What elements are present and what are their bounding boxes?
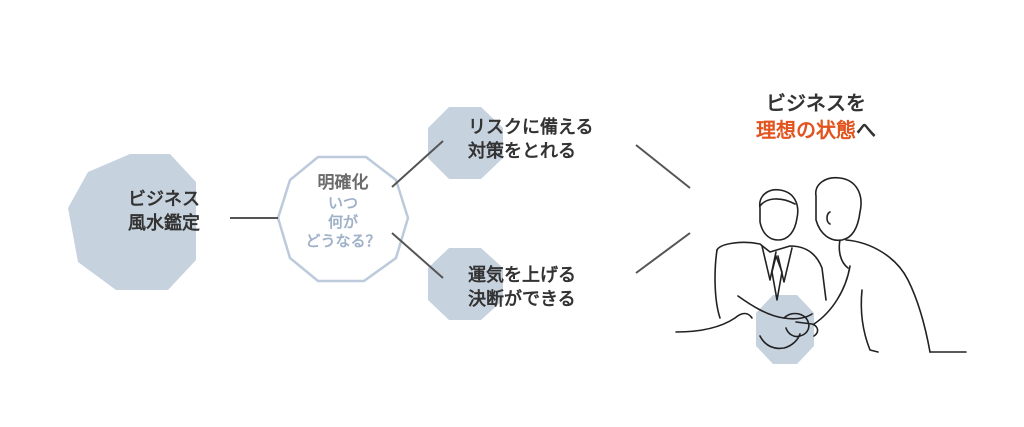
- left-man-hair: [759, 198, 796, 207]
- unki-hexagon: [428, 248, 503, 320]
- meikaku-label: 明確化 いつ 何が どうなる？: [293, 172, 393, 250]
- goal-suffix: へ: [856, 118, 876, 142]
- connector-meikaku-risk: [391, 140, 444, 188]
- connector-meikaku-unki: [391, 232, 444, 279]
- unki-line-1: 運気を上げる: [468, 265, 576, 286]
- unki-line-2: 決断ができる: [468, 289, 576, 311]
- connector-unki-goal: [635, 232, 691, 274]
- goal-heading: ビジネスを 理想の状態へ: [716, 90, 916, 144]
- left-man-back: [716, 241, 827, 301]
- right-man-arm: [813, 265, 851, 325]
- handshake-hexagon: [756, 295, 814, 364]
- handshake-hands: [783, 312, 819, 338]
- goal-line-2: 理想の状態へ: [716, 117, 916, 144]
- kantei-label: ビジネス 風水鑑定: [128, 188, 200, 237]
- meikaku-line-3: どうなる？: [305, 231, 381, 250]
- meikaku-line-1: いつ: [327, 194, 358, 213]
- goal-line-1: ビジネスを: [766, 91, 866, 115]
- left-man-tie: [771, 255, 783, 301]
- left-man-body: [714, 249, 721, 319]
- meikaku-line-2: 何が: [327, 212, 358, 231]
- risk-line-1: リスクに備える: [468, 117, 594, 138]
- ground-line-left: [675, 312, 753, 333]
- kantei-line-1: ビジネス: [128, 189, 200, 210]
- risk-hexagon: [428, 107, 503, 179]
- handshake-illustration: [675, 176, 967, 353]
- risk-label: リスクに備える 対策をとれる: [468, 116, 593, 165]
- risk-line-2: 対策をとれる: [468, 141, 576, 163]
- kantei-hexagon: [68, 154, 196, 290]
- meikaku-octagon: [276, 155, 410, 283]
- right-man-back: [845, 239, 931, 353]
- connector-risk-goal: [635, 144, 691, 189]
- right-man-collar: [838, 239, 849, 269]
- kantei-line-2: 風水鑑定: [128, 213, 200, 235]
- left-man-head: [758, 188, 799, 241]
- right-man-front: [860, 289, 879, 353]
- right-man-ear: [826, 211, 831, 225]
- meikaku-title: 明確化: [317, 173, 369, 193]
- goal-highlight: 理想の状態: [756, 118, 856, 142]
- unki-label: 運気を上げる 決断ができる: [468, 264, 576, 313]
- left-man-cuff: [759, 333, 801, 350]
- right-man-head: [815, 176, 862, 242]
